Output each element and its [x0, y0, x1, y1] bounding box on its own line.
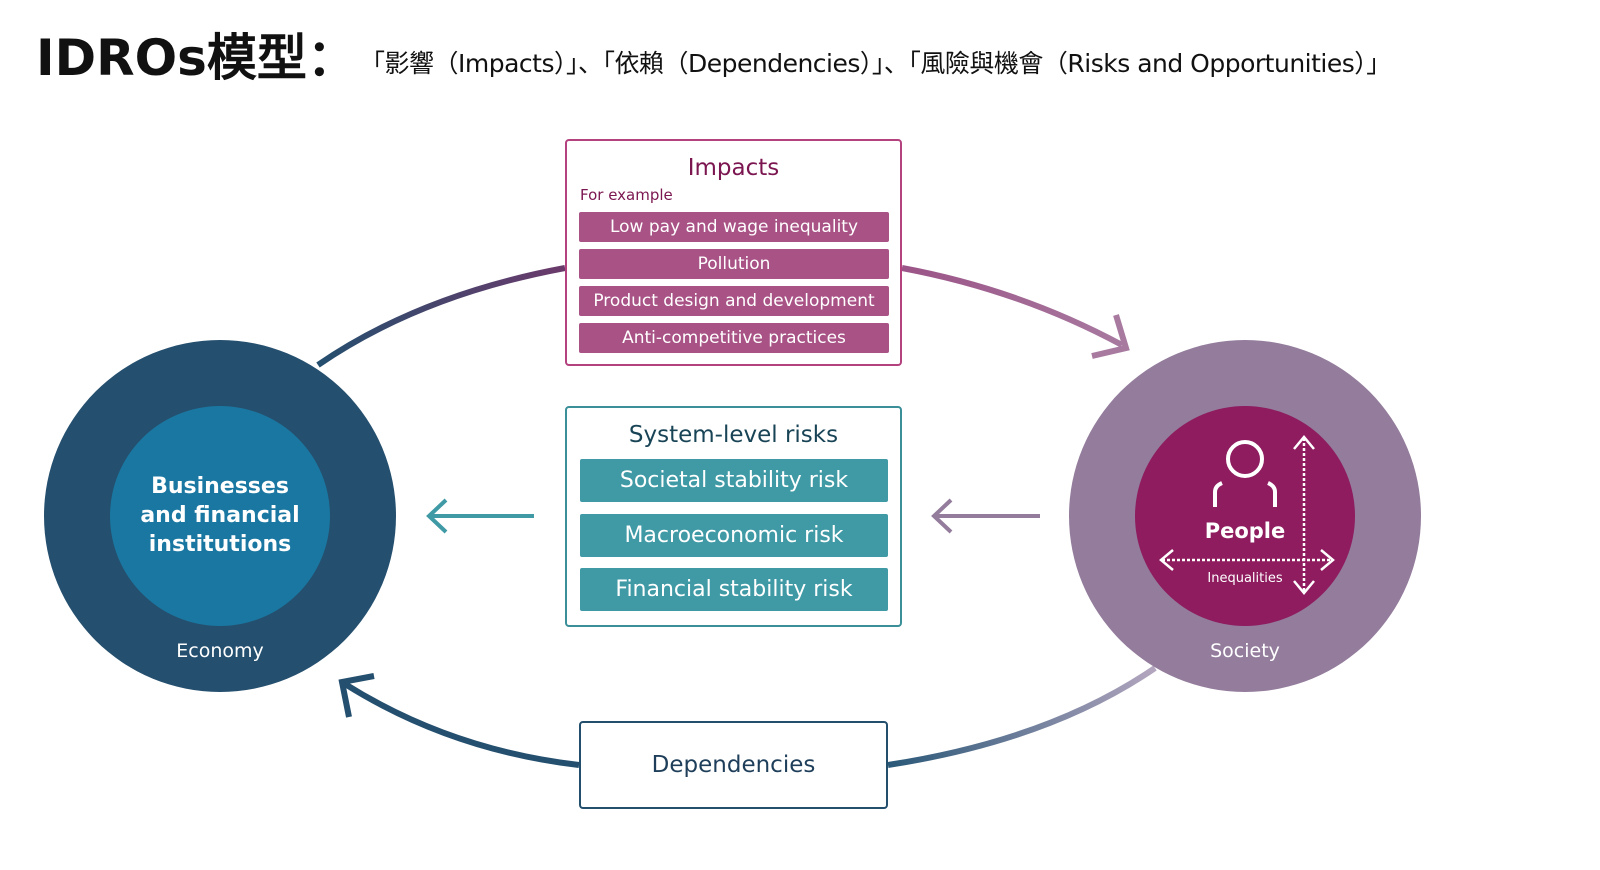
- risk-item: Societal stability risk: [580, 459, 888, 502]
- dependencies-label: Dependencies: [651, 752, 816, 778]
- impacts-title: Impacts: [687, 155, 780, 181]
- person-icon: [1213, 440, 1277, 507]
- vertical-double-arrow-icon: [1293, 435, 1315, 595]
- system-risks-box: System-level risks Societal stability ri…: [565, 406, 902, 627]
- businesses-line: and financial: [140, 503, 300, 528]
- people-label: People: [1204, 519, 1286, 543]
- impacts-subtitle: For example: [580, 186, 673, 204]
- arc-top-right: [901, 265, 1124, 348]
- impact-item: Pollution: [579, 249, 889, 279]
- businesses-circle: [110, 406, 330, 626]
- society-label: Society: [1210, 640, 1280, 662]
- dependencies-box: Dependencies: [579, 721, 888, 809]
- economy-label: Economy: [176, 640, 264, 662]
- businesses-label: Businesses and financial institutions: [110, 472, 330, 559]
- arrowhead-society-to-risks: [931, 498, 953, 534]
- impacts-box: Impacts For example Low pay and wage ine…: [565, 139, 902, 366]
- businesses-line: institutions: [148, 532, 292, 557]
- arc-bottom-right: [887, 665, 1157, 768]
- inequalities-label: Inequalities: [1207, 571, 1283, 586]
- arrowhead-bottom-left: [338, 673, 375, 718]
- page-subtitle: 「影響（Impacts）」、「依賴（Dependencies）」、「風險與機會（…: [360, 49, 1391, 78]
- arc-top-left: [316, 265, 566, 368]
- risks-title: System-level risks: [628, 422, 839, 448]
- businesses-line: Businesses: [151, 474, 289, 499]
- arrowhead-top-right: [1091, 314, 1130, 359]
- impact-item: Low pay and wage inequality: [579, 212, 889, 242]
- impact-item: Product design and development: [579, 286, 889, 316]
- risk-item: Financial stability risk: [580, 568, 888, 611]
- horizontal-double-arrow-icon: [1159, 549, 1335, 571]
- risk-item: Macroeconomic risk: [580, 514, 888, 557]
- arc-bottom-left: [343, 681, 580, 768]
- page-title: IDROs模型：: [36, 29, 357, 87]
- impact-item: Anti-competitive practices: [579, 323, 889, 353]
- people-inequalities-graphic: [1159, 435, 1335, 595]
- arrowhead-risks-to-economy: [426, 498, 448, 534]
